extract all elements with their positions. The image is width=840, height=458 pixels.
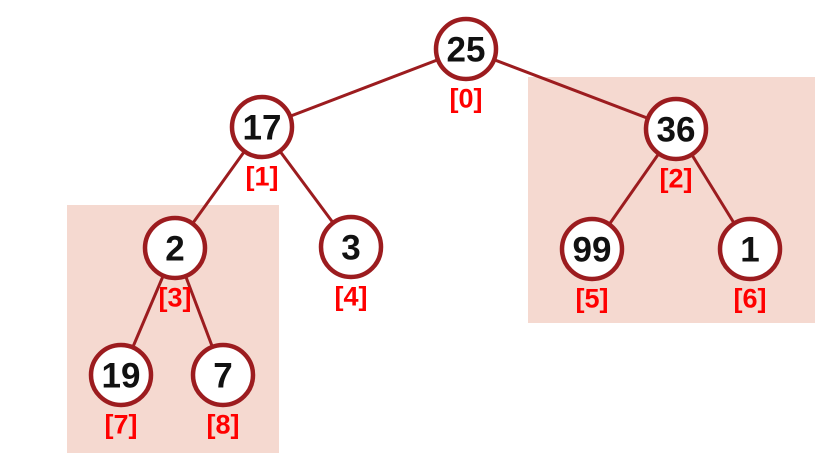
node-index-label: [3] — [159, 282, 192, 312]
tree-edge — [465, 47, 677, 131]
tree-node: 17[1] — [229, 94, 295, 191]
node-circle — [559, 216, 625, 282]
node-index-label: [1] — [246, 161, 279, 191]
node-index-label: [8] — [207, 409, 240, 439]
node-circle — [717, 216, 783, 282]
node-index-label: [6] — [734, 283, 767, 313]
node-value: 99 — [573, 230, 612, 269]
node-value: 25 — [447, 30, 486, 69]
tree-nodes: 25[0]17[1]36[2]2[3]3[4]99[5]1[6]19[7]7[8… — [88, 16, 783, 439]
node-value: 2 — [165, 229, 184, 268]
tree-node: 25[0] — [433, 16, 499, 113]
node-circle — [190, 342, 256, 408]
tree-edge — [261, 47, 467, 129]
node-value: 17 — [243, 108, 282, 147]
tree-node: 1[6] — [717, 216, 783, 313]
tree-node: 3[4] — [318, 214, 384, 311]
node-circle — [142, 215, 208, 281]
node-circle — [229, 94, 295, 160]
node-value: 7 — [213, 356, 232, 395]
node-circle — [433, 16, 499, 82]
tree-node: 99[5] — [559, 216, 625, 313]
node-index-label: [2] — [660, 163, 693, 193]
node-value: 3 — [341, 228, 360, 267]
node-value: 1 — [740, 230, 759, 269]
node-value: 19 — [102, 356, 141, 395]
tree-node: 7[8] — [190, 342, 256, 439]
tree-node: 2[3] — [142, 215, 208, 312]
tree-node: 19[7] — [88, 342, 154, 439]
node-circle — [88, 342, 154, 408]
node-index-label: [0] — [450, 83, 483, 113]
node-index-label: [7] — [105, 409, 138, 439]
node-value: 36 — [657, 110, 696, 149]
node-circle — [643, 96, 709, 162]
tree-node: 36[2] — [643, 96, 709, 193]
node-index-label: [4] — [335, 281, 368, 311]
node-circle — [318, 214, 384, 280]
node-index-label: [5] — [576, 283, 609, 313]
